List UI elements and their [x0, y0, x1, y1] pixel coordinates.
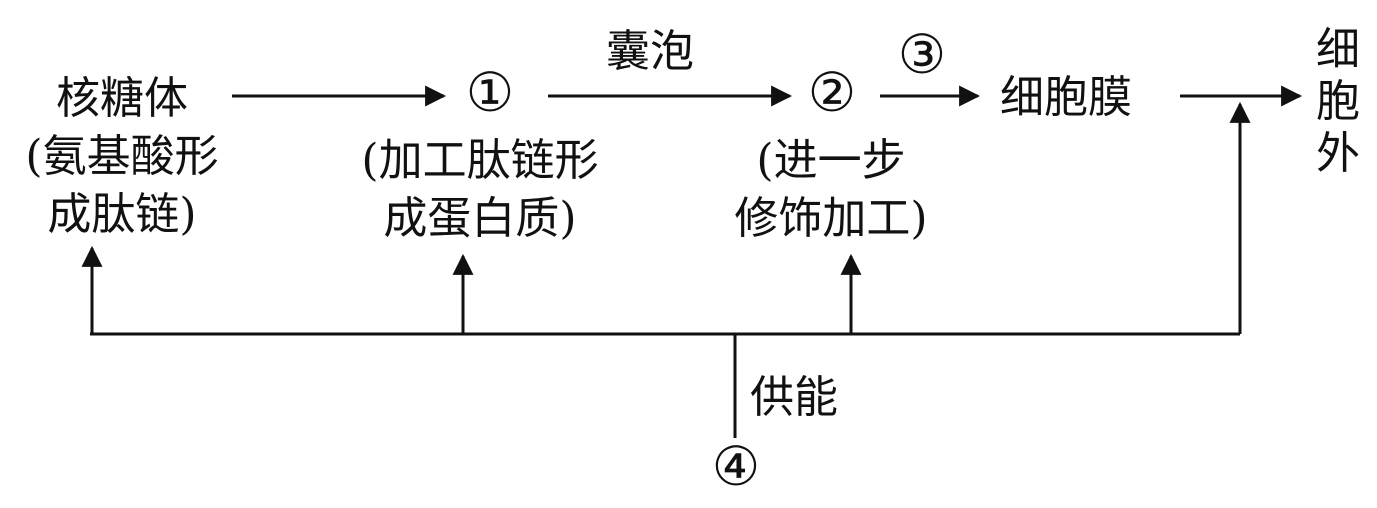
step1-note-line-2: 成蛋白质) [383, 193, 577, 244]
step1-note: (加工肽链形 成蛋白质) [330, 132, 630, 248]
step1-note-line-1: (加工肽链形 [361, 135, 599, 186]
step2-marker: ② [807, 61, 857, 124]
step2-note-line-1: (进一步 [756, 135, 906, 186]
cell-exterior-label: 细 胞 外 [1308, 24, 1368, 180]
step3-marker: ③ [897, 23, 947, 86]
cell-exterior-char-3: 外 [1316, 128, 1360, 179]
vesicle-label: 囊泡 [606, 26, 694, 77]
ribosome-note-line-2: 成肽链) [47, 189, 197, 240]
step2-note: (进一步 修饰加工) [696, 132, 966, 248]
energy-supply-label: 供能 [750, 372, 838, 423]
ribosome-note-line-1: (氨基酸形 [25, 131, 219, 182]
step2-note-line-2: 修饰加工) [734, 193, 928, 244]
cell-exterior-char-2: 胞 [1316, 76, 1360, 127]
ribosome-label: 核糖体 [56, 73, 188, 124]
energy-source-marker: ④ [711, 435, 761, 498]
cell-exterior-char-1: 细 [1316, 24, 1360, 75]
ribosome-node: 核糖体 (氨基酸形 成肽链) [0, 70, 244, 244]
cell-membrane-label: 细胞膜 [1000, 72, 1132, 123]
step1-marker: ① [465, 61, 515, 124]
